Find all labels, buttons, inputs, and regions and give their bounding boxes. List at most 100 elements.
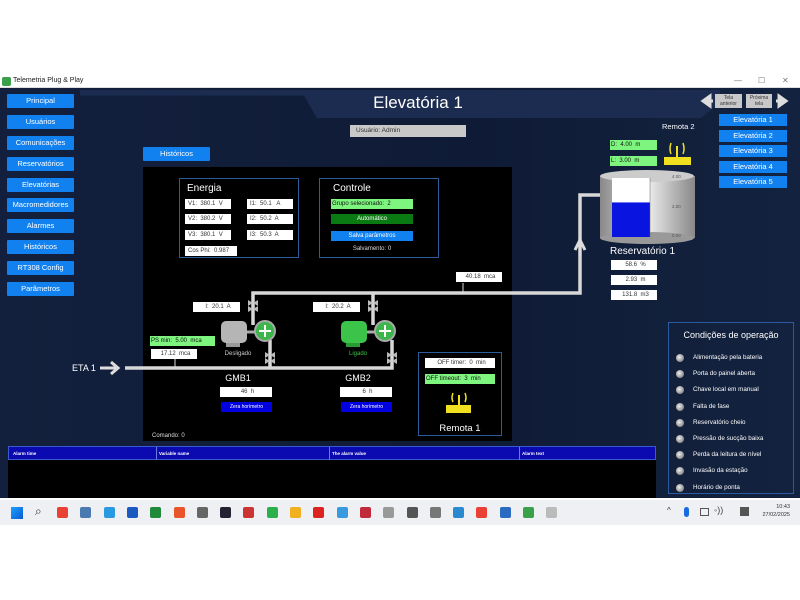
eta-arrow-icon [100,360,121,376]
wifi-icon[interactable]: ◦)) [714,505,724,515]
remota1-antenna-icon [446,392,471,413]
clock-time[interactable]: 10:43 [776,504,790,510]
nav-elevatoria-1[interactable]: Elevatória 1 [719,114,787,126]
column-header[interactable]: Alarm time [13,451,37,456]
taskbar-app-icon[interactable] [523,507,534,518]
tray-app-icon[interactable] [700,508,709,516]
taskbar-app-icon[interactable] [406,507,418,518]
taskbar-app-icon[interactable] [546,507,558,518]
battery-icon[interactable] [740,507,749,516]
status-led-icon [676,435,684,443]
taskbar-app-icon[interactable] [429,507,441,518]
maximize-button[interactable]: ☐ [758,76,766,85]
nav-elevatoria-5[interactable]: Elevatória 5 [719,176,787,188]
nav-elevatoria-4[interactable]: Elevatória 4 [719,161,787,173]
nav-elevatoria-3[interactable]: Elevatória 3 [719,145,787,157]
taskbar-app-icon[interactable] [383,507,395,518]
gmb2-reset-hours-button[interactable]: Zera horímetro [341,402,392,412]
taskbar-app-icon[interactable] [196,507,208,518]
historicos-button[interactable]: Históricos [143,147,210,161]
taskbar-app-icon[interactable] [173,507,185,518]
window-titlebar: Telemetria Plug & Play — ☐ ✕ [0,75,800,88]
valve-icon [368,300,378,312]
sidebar-item-usuarios[interactable]: Usuários [7,115,74,129]
sidebar-item-alarmes[interactable]: Alarmes [7,219,74,233]
taskbar-app-icon[interactable] [476,507,488,518]
valve-icon [387,352,397,364]
gmb1-hours: 46 h [220,387,272,397]
taskbar-app-icon[interactable] [103,507,115,518]
gmb2-hours: 6 h [340,387,392,397]
tank-water-level [612,202,650,237]
search-icon[interactable]: ⌕ [35,504,42,518]
comando-status: Comando: 0 [152,433,185,439]
valve-icon [265,352,275,364]
off-timer: OFF timer: 0 min [425,358,495,368]
taskbar-app-icon[interactable] [220,507,232,518]
remota2-antenna-icon [664,142,691,165]
taskbar-app-icon[interactable] [80,507,92,518]
sidebar-item-principal[interactable]: Principal [7,94,74,108]
gmb1-reset-hours-button[interactable]: Zera horímetro [221,402,272,412]
sidebar-item-parametros[interactable]: Parâmetros [7,282,74,296]
tank-scale-top: 4.00 [672,174,681,179]
nav-elevatoria-2[interactable]: Elevatória 2 [719,130,787,142]
start-icon[interactable] [11,507,23,519]
v1-value: V1: 380.1 V [185,199,231,209]
status-led-icon [676,451,684,460]
taskbar-app-icon[interactable] [453,507,465,518]
app-logo-icon [2,77,11,86]
sidebar-item-elevatorias[interactable]: Elevatórias [7,178,74,192]
alarm-table-header: Alarm time Variable name The alarm value… [8,446,656,460]
column-header[interactable]: Variable name [156,447,189,460]
remota1-panel [418,352,502,436]
mode-button[interactable]: Automático [331,214,413,224]
sidebar-item-reservatorios[interactable]: Reservatórios [7,157,74,171]
taskbar: ⌕ ^ ◦)) 10:43 27/02/2025 [0,500,800,525]
status-led-icon [676,370,684,379]
tray-chevron-icon[interactable]: ^ [667,506,671,515]
controle-title: Controle [333,183,371,194]
taskbar-app-icon[interactable] [57,507,68,518]
taskbar-app-icon[interactable] [359,507,371,518]
cosphi-value: Cos Phi: 0.987 [185,246,237,256]
taskbar-app-icon[interactable] [313,507,325,518]
condition-label: Invasão da estação [693,467,748,475]
next-arrow-icon [776,93,789,109]
prev-screen-button[interactable]: Tela anterior [715,94,742,108]
taskbar-app-icon[interactable] [499,507,511,518]
taskbar-app-icon[interactable] [126,507,138,518]
i2-value: I2: 50.2 A [247,214,293,224]
page-title: Elevatória 1 [373,93,463,112]
discharge-pipe [251,193,602,325]
taskbar-app-icon[interactable] [150,507,162,518]
suction-pipe [125,340,394,370]
minimize-button[interactable]: — [734,76,742,85]
taskbar-app-icon[interactable] [266,507,278,518]
column-header[interactable]: Alarm text [519,447,544,460]
close-button[interactable]: ✕ [782,76,789,85]
eta-label: ETA 1 [72,363,96,373]
tank-l-value: L: 3.00 m [610,156,657,166]
clock-date[interactable]: 27/02/2025 [762,512,790,518]
status-led-icon [676,467,684,476]
condition-label: Alimentação pela bateria [693,354,763,361]
sidebar-item-comunicacoes[interactable]: Comunicações [7,136,74,150]
next-screen-button[interactable]: Próxima tela [746,94,772,108]
taskbar-app-icon[interactable] [336,507,348,518]
sidebar-item-macromedidores[interactable]: Macromedidores [7,198,74,212]
sidebar-item-historicos[interactable]: Históricos [7,240,74,254]
status-led-icon [676,354,684,362]
sidebar-item-rt308-config[interactable]: RT308 Config [7,261,74,275]
bluetooth-icon[interactable] [684,507,689,517]
ps-min: PS min: 5.00 mca [150,336,215,346]
column-header[interactable]: The alarm value [329,447,366,460]
pump-gmb2-icon [341,320,396,347]
taskbar-app-icon[interactable] [243,507,255,518]
gmb1-status: Desligado [224,351,252,357]
conditions-title: Condições de operação [683,330,779,340]
gmb1-label: GMB1 [225,373,251,383]
taskbar-app-icon[interactable] [290,507,301,518]
save-parameters-button[interactable]: Salva parâmetros [331,231,413,241]
reservoir-volume: 131.8 m3 [611,290,657,300]
